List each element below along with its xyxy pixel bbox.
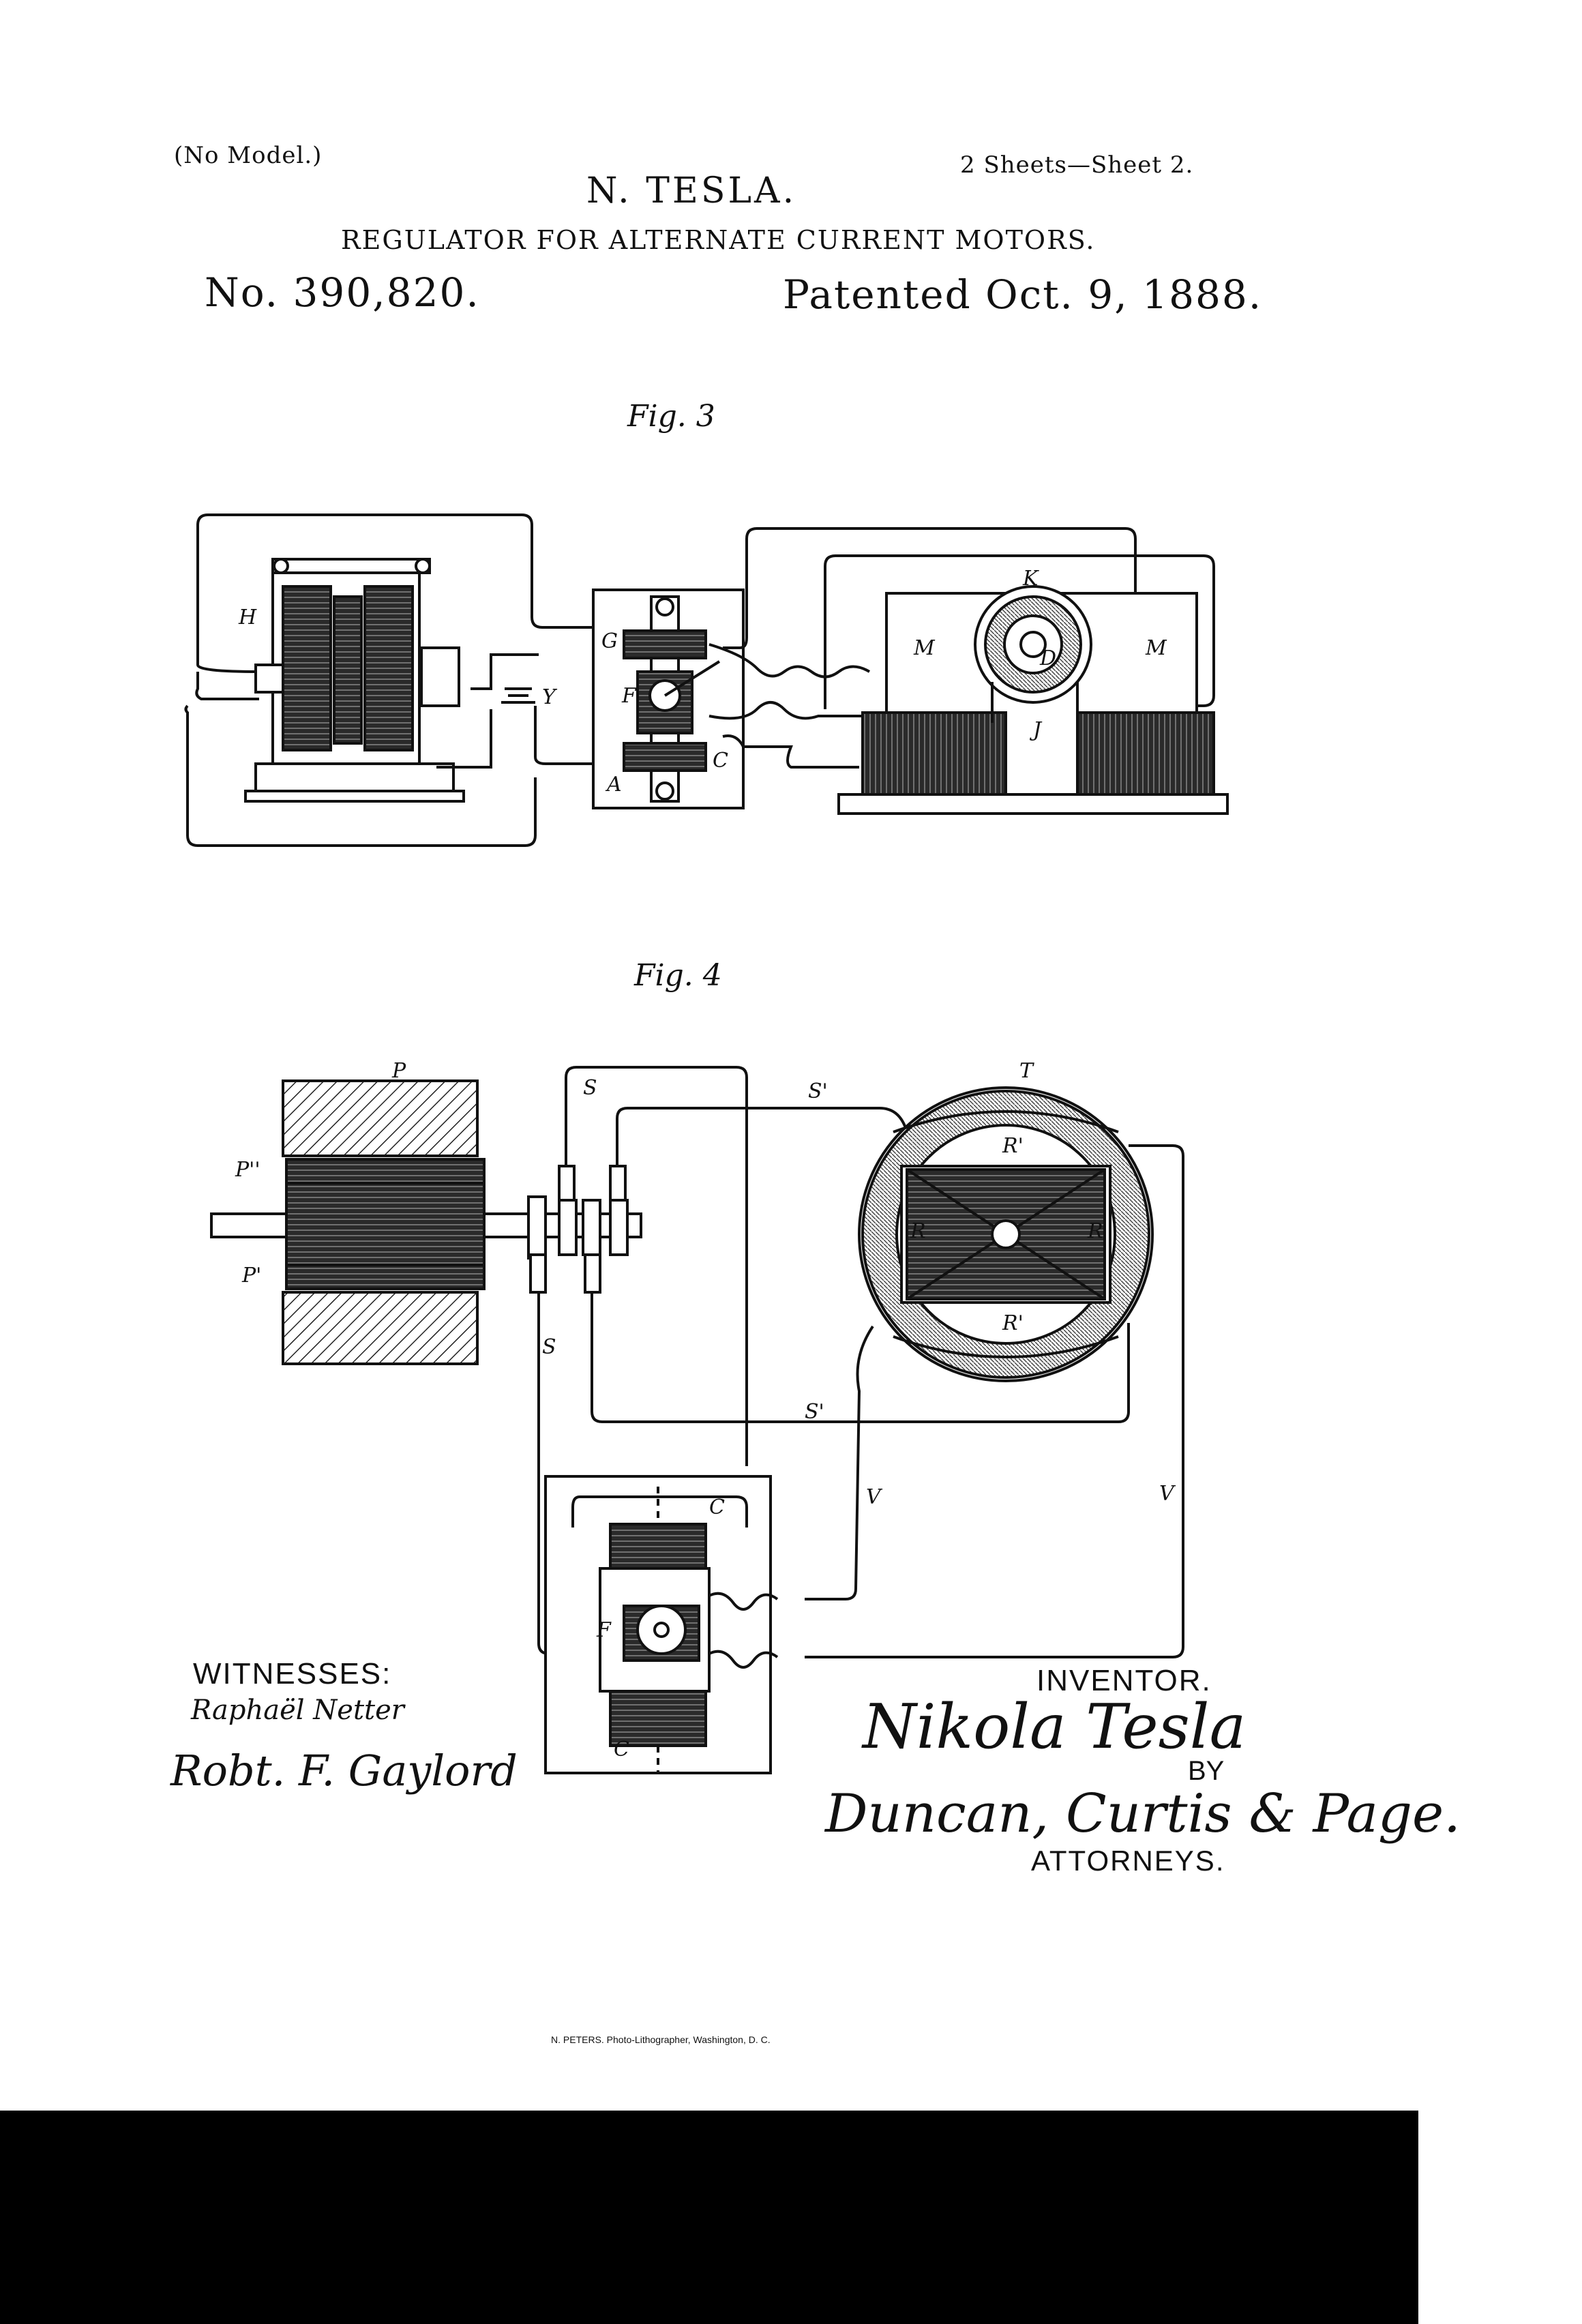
fig4-label-t: T: [1019, 1059, 1034, 1083]
attorney-signature: Duncan, Curtis & Page.: [825, 1783, 1461, 1845]
inventor-label: INVENTOR.: [1036, 1664, 1212, 1697]
patent-date: Patented Oct. 9, 1888.: [783, 271, 1263, 318]
fig3-wire-motor-a: [708, 643, 871, 679]
fig3-wire-motor-b: [708, 701, 968, 720]
inventor-name-header: N. TESLA.: [586, 170, 797, 211]
fig3-label-d: D: [1039, 646, 1056, 670]
attorneys-label: ATTORNEYS.: [1031, 1845, 1225, 1877]
fig3-label-m2: M: [1145, 636, 1167, 660]
fig4-label-s1-bottom: S': [805, 1400, 824, 1424]
sheet-info: 2 Sheets—Sheet 2.: [960, 151, 1194, 179]
fig4-reg-wire-b: [708, 1650, 779, 1669]
lithographer-credit: N. PETERS. Photo-Lithographer, Washingto…: [551, 2034, 771, 2045]
fig3-label-c: C: [713, 749, 728, 773]
fig4-label-v1: V: [866, 1485, 883, 1509]
frame-p: [282, 1079, 479, 1157]
fig4-reg-wire-a: [708, 1592, 779, 1611]
by-label: BY: [1188, 1756, 1225, 1786]
fig3-label-f: F: [621, 684, 637, 708]
fig3-label: Fig. 3: [627, 399, 715, 434]
inventor-signature: Nikola Tesla: [863, 1691, 1247, 1763]
fig4-label-c-bottom: C: [614, 1738, 629, 1761]
fig4-label-r-right: R: [1087, 1219, 1103, 1243]
witness-1-signature: Raphaël Netter: [191, 1695, 404, 1726]
fig3-wire-generator: [184, 672, 537, 847]
fig3-label-g: G: [601, 629, 618, 653]
fig4-label: Fig. 4: [634, 958, 722, 993]
fig3-label-y: Y: [542, 685, 558, 709]
fig4-label-r-left: R: [910, 1219, 926, 1243]
scan-bottom-border: [0, 2111, 1418, 2324]
fig4-label-s-side: S: [542, 1335, 556, 1359]
battery-y: [436, 653, 539, 769]
fig4-drawing: [210, 1066, 1184, 1774]
fig4-label-r1-bottom: R': [1002, 1311, 1024, 1335]
fig4-wire-v1: [805, 1325, 874, 1600]
fig3-label-h: H: [238, 606, 257, 629]
witness-2-signature: Robt. F. Gaylord: [170, 1746, 518, 1796]
fig4-label-p1: P': [241, 1264, 261, 1287]
fig4-label-c-top: C: [709, 1495, 725, 1519]
fig3-drawing: [184, 513, 1229, 847]
fig3-label-k: K: [1022, 567, 1039, 591]
fig4-labels: P P'' P' S S' S S' T R' R' R R V V C C F: [235, 1059, 1176, 1761]
fig4-label-p2: P'': [235, 1158, 260, 1182]
fig4-label-f: F: [596, 1618, 612, 1642]
patent-number: No. 390,820.: [205, 269, 480, 316]
fig4-label-s-top: S: [583, 1076, 597, 1100]
fig4-wire-s: [565, 1066, 748, 1466]
no-model-note: (No Model.): [174, 142, 323, 169]
fig4-label-v2: V: [1159, 1482, 1176, 1506]
fig3-label-a: A: [605, 773, 622, 796]
witnesses-label: WITNESSES:: [193, 1657, 392, 1690]
patent-title: REGULATOR FOR ALTERNATE CURRENT MOTORS.: [341, 225, 1096, 255]
fig4-label-r1-top: R': [1002, 1134, 1024, 1158]
fig4-wire-s1: [616, 1107, 908, 1166]
fig4-label-p: P: [391, 1059, 406, 1083]
fig4-label-s1-top: S': [808, 1079, 828, 1103]
fig4-wire-v2: [805, 1144, 1184, 1658]
fig3-wire-top: [196, 513, 593, 673]
fig3-label-m1: M: [913, 636, 936, 660]
fig4-wire-s1-bottom: [591, 1292, 1130, 1423]
